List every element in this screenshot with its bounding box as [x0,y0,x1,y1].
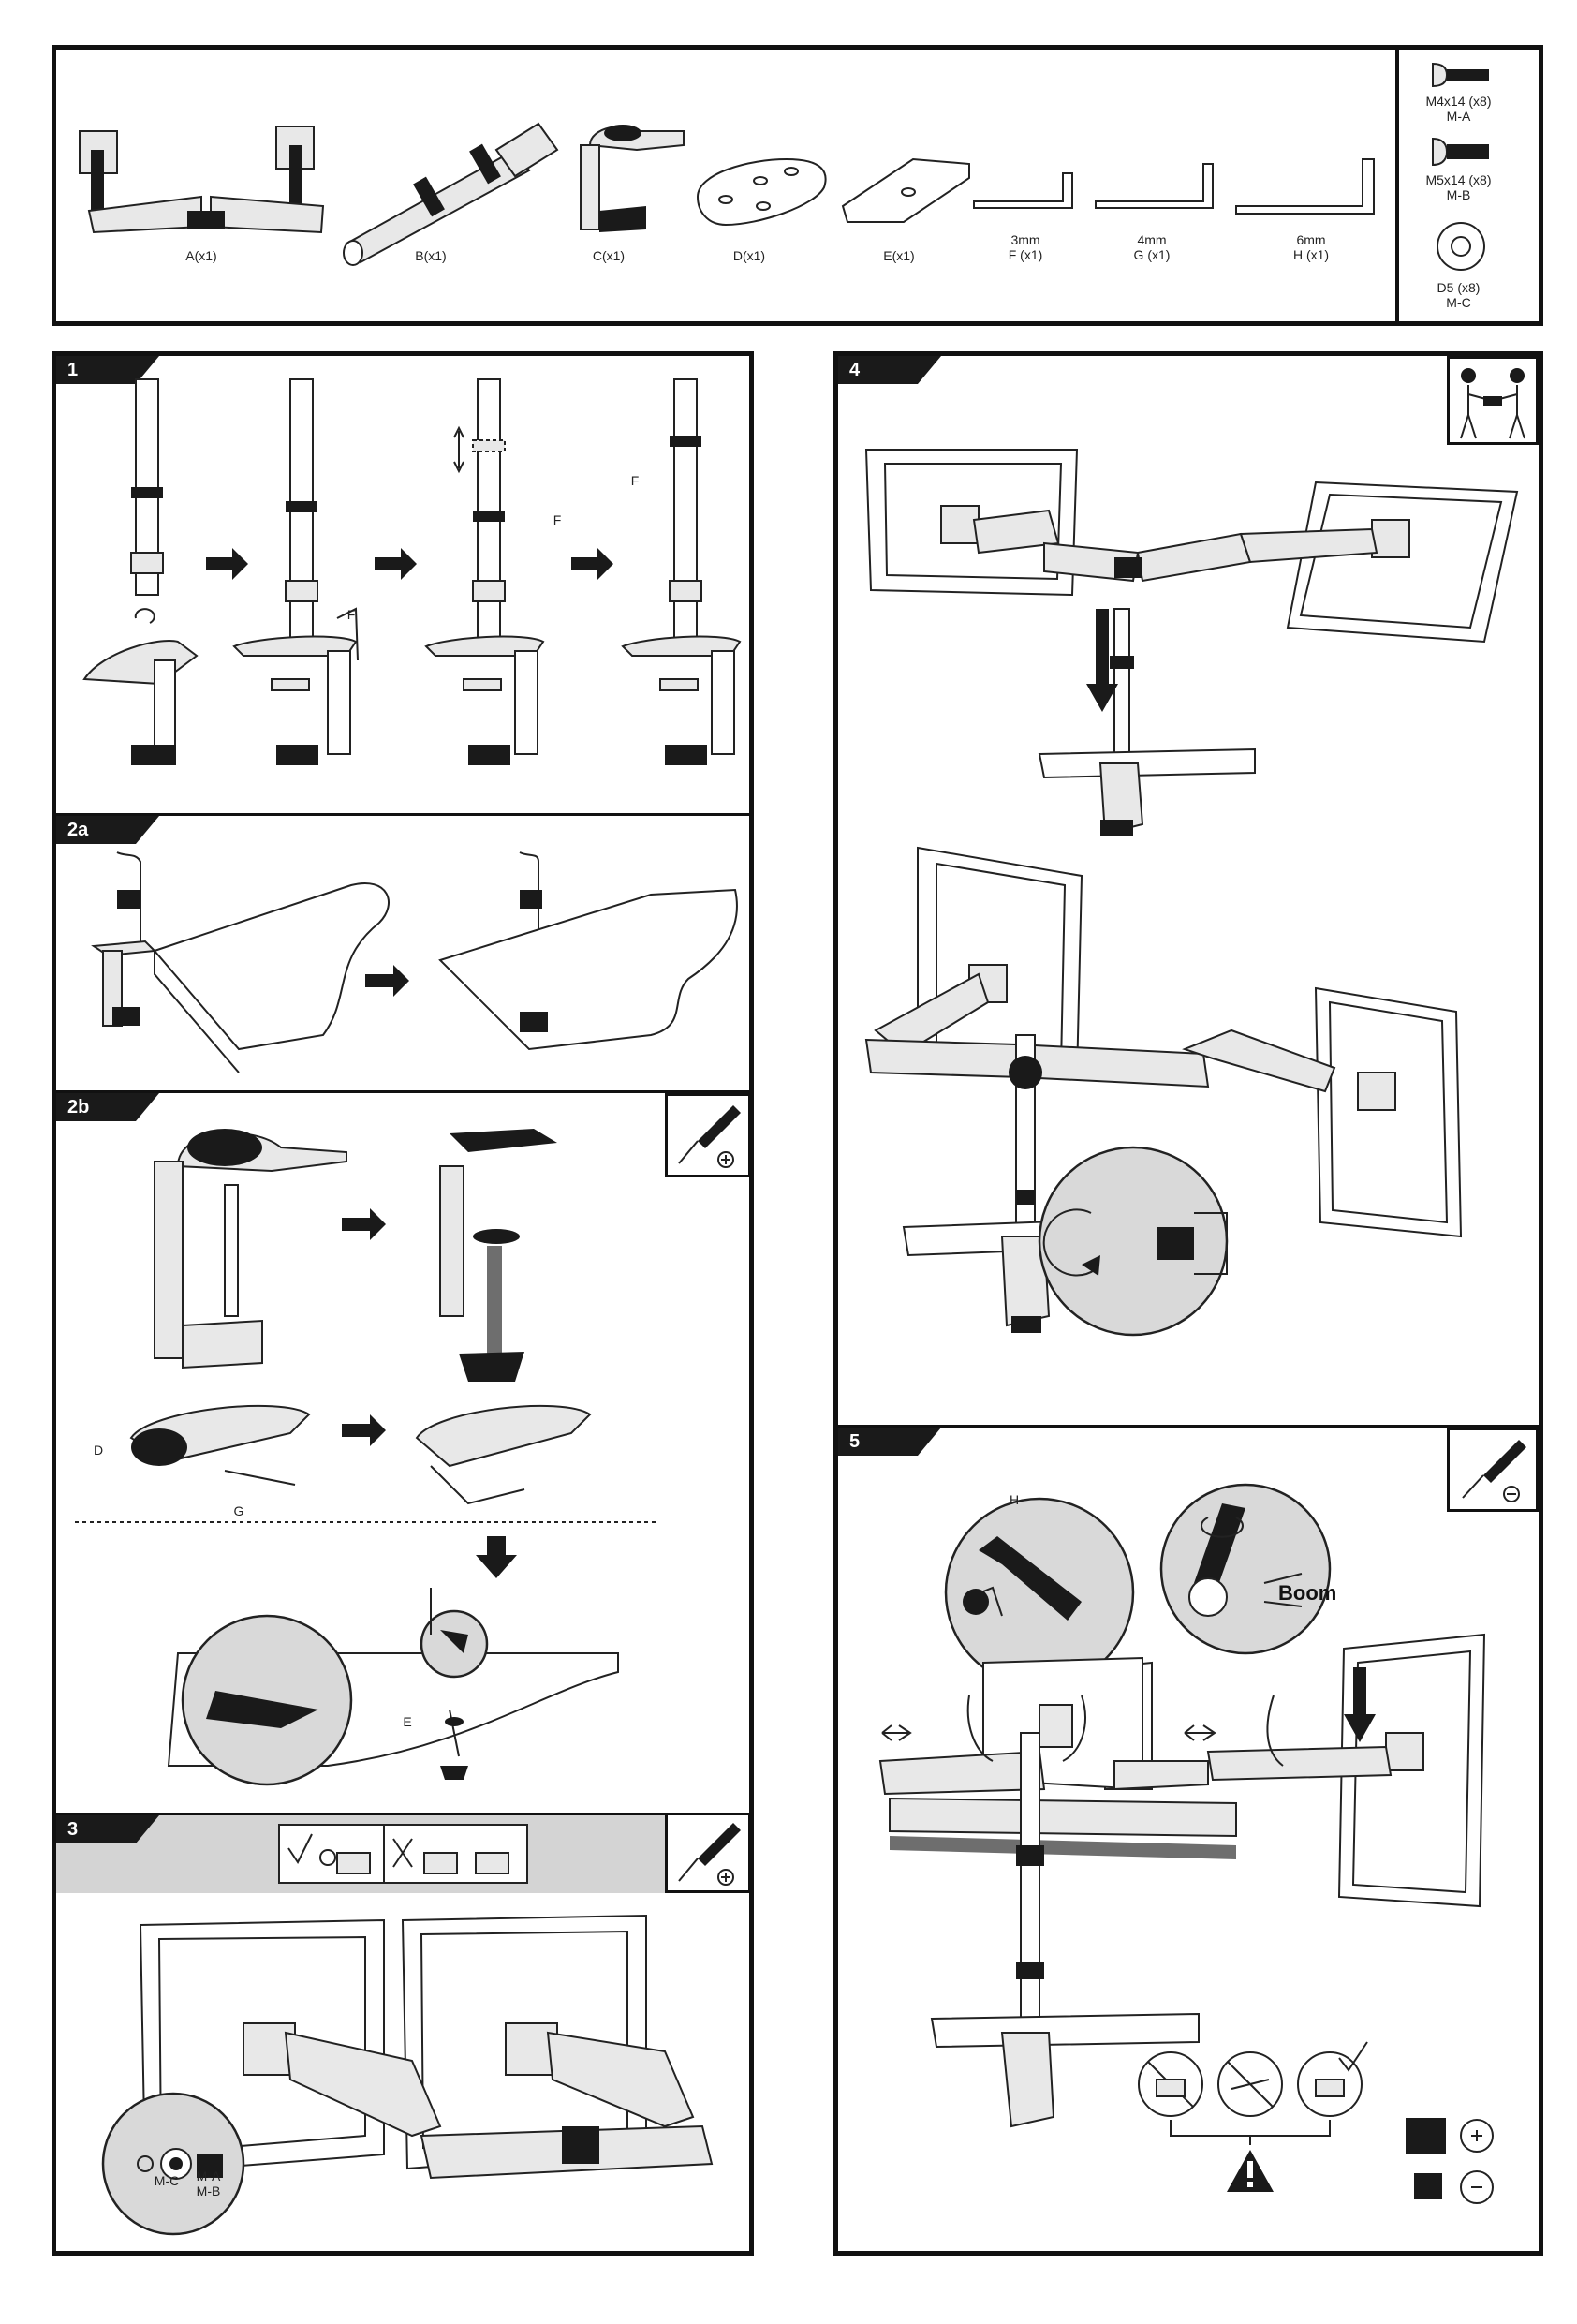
part-g-label: G (x1) [1133,247,1171,262]
part-e-label: E(x1) [883,248,915,263]
part-a-arm-drawing [79,126,325,234]
step-2b-tool-box [665,1093,751,1177]
hardware-d5-spec: D5 (x8) [1437,280,1481,295]
part-d-label: D(x1) [732,248,766,263]
screw-m4-icon [1432,62,1489,88]
step-5-divider [838,1425,1539,1428]
screwdriver-icon [1462,1440,1526,1502]
step-5-callout-h: H [1009,1492,1020,1507]
part-f-label: F (x1) [1008,247,1043,262]
step-2b-callout-e: E [403,1714,412,1729]
step-5-tension-adjust-drawing [878,1483,1486,2128]
step-3-tag [56,1815,159,1843]
step-2b-number: 2b [67,1097,90,1118]
hardware-m4-spec: M4x14 (x8) [1425,94,1492,109]
step-1-tag [56,356,159,384]
step-1-pole-assembly-drawing [82,378,742,765]
part-b-pole-drawing [343,122,559,266]
step-2b-divider [56,1090,749,1093]
step-2a-divider [56,813,749,816]
step-2a-desk-clamp-drawing [91,851,738,1073]
two-person-lift-icon [1460,368,1525,439]
part-h-label: H (x1) [1292,247,1330,262]
screwdriver-icon [678,1823,741,1886]
screw-m5-icon [1432,137,1489,167]
screwdriver-icon [678,1105,741,1168]
step-3-callout-mc: M-C [154,2173,180,2188]
step-5-monitor-size-icon [1404,2116,1494,2204]
part-c-clamp-drawing [580,125,685,232]
part-h-size: 6mm [1296,232,1326,247]
step-1-callout-f-1: F [346,607,356,622]
washer-d5-icon [1437,222,1485,271]
step-1-callout-f-3: F [630,473,640,488]
step-5-usage-warning-drawing [1138,2041,1368,2192]
step-4-lowering-arms-drawing [864,449,1519,836]
part-e-plate-drawing [841,157,970,223]
hardware-m5-code: M-B [1446,187,1471,202]
step-5-boom-text: Boom [1278,1581,1337,1605]
hardware-m5-spec: M5x14 (x8) [1425,172,1492,187]
part-c-label: C(x1) [592,248,626,263]
step-5-tool-box [1447,1428,1539,1512]
step-5-number: 5 [849,1431,861,1452]
part-f-hexkey-drawing [973,172,1073,209]
part-g-size: 4mm [1137,232,1167,247]
step-3-tool-box [665,1813,751,1893]
part-f-size: 3mm [1010,232,1040,247]
step-4-number: 4 [849,360,861,380]
step-2b-callout-d: D [93,1443,104,1458]
hardware-d5-code: M-C [1446,295,1471,310]
part-g-hexkey-drawing [1095,163,1214,209]
step-2a-tag [56,816,159,844]
part-b-label: B(x1) [415,248,447,263]
part-a-label: A(x1) [185,248,217,263]
step-2b-tag [56,1093,159,1121]
part-h-hexkey-drawing [1235,158,1375,215]
hardware-m4-code: M-A [1446,109,1471,124]
step-5-tag [838,1428,941,1456]
step-2b-callout-g: G [233,1503,244,1518]
step-1-number: 1 [67,360,79,380]
step-1-callout-f-2: F [553,512,562,527]
step-3-number: 3 [67,1819,79,1840]
step-4-two-person-box [1447,356,1539,445]
step-3-callout-mamb: M-A M-B [196,2169,221,2198]
step-2a-number: 2a [67,820,89,840]
hardware-divider [1395,50,1399,321]
step-3-do-dont-box [278,1824,528,1884]
part-d-plate-drawing [696,157,827,227]
step-4-tighten-knob-drawing [864,846,1463,1337]
step-4-tag [838,356,941,384]
step-3-monitor-mounting-drawing [101,1914,714,2236]
step-2b-clamp-disassembly-drawing [75,1129,656,1786]
